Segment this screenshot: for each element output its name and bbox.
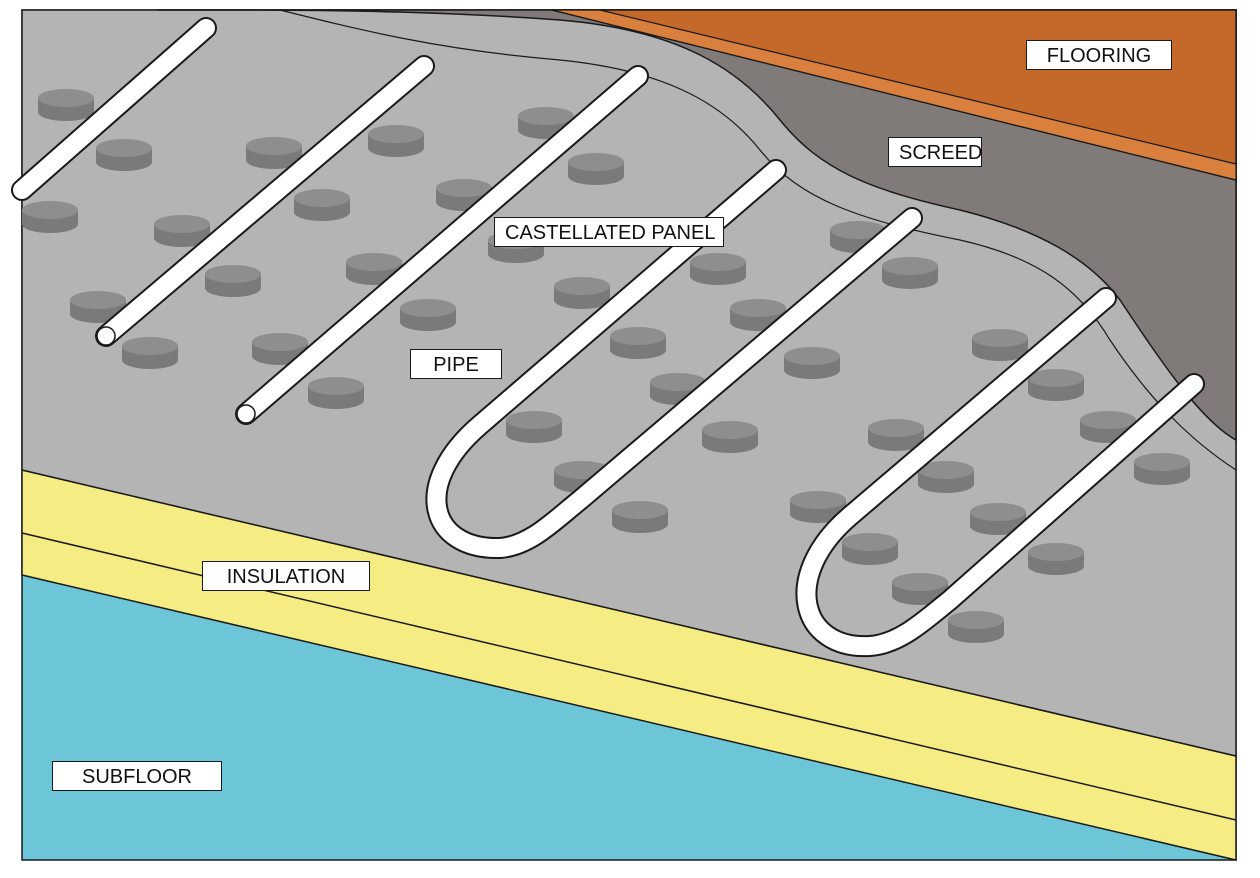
label-insulation: INSULATION [202,561,370,591]
stud-top [205,265,261,283]
castellation-stud [690,253,746,285]
castellation-stud [918,461,974,493]
castellation-stud [1134,453,1190,485]
pipe-end-cap [96,326,116,346]
stud-top [892,573,948,591]
stud-top [154,215,210,233]
stud-top [368,125,424,143]
screed-inner-contour [279,9,1237,471]
castellation-studs [22,89,1190,643]
stud-top [294,189,350,207]
castellation-stud [972,329,1028,361]
stud-top [612,501,668,519]
castellation-stud [702,421,758,453]
stud-top [96,139,152,157]
pipe-run [95,55,435,347]
flooring-edge-strip [551,9,1237,181]
stud-top [702,421,758,439]
stud-top [1080,411,1136,429]
castellation-stud [70,291,126,323]
stud-top [868,419,924,437]
pipe-end-cap [236,404,256,424]
stud-top [970,503,1026,521]
pipe-body [97,57,433,345]
pipe-body [237,67,647,423]
pipe-body [797,289,1203,656]
castellation-stud [205,265,261,297]
castellation-stud [154,215,210,247]
stud-top [122,337,178,355]
stud-top [436,179,492,197]
castellation-stud [1028,543,1084,575]
castellation-stud [882,257,938,289]
stud-top [650,373,706,391]
stud-top [246,137,302,155]
stud-top [1028,543,1084,561]
stud-top [22,201,78,219]
stud-top [610,327,666,345]
castellation-stud [868,419,924,451]
castellation-stud [948,611,1004,643]
stud-top [1028,369,1084,387]
castellation-stud [1028,369,1084,401]
castellation-stud [612,501,668,533]
pipe-run [425,159,923,560]
castellation-stud [400,299,456,331]
castellation-stud [96,139,152,171]
stud-top [730,299,786,317]
stud-top [252,333,308,351]
stud-top [882,257,938,275]
castellation-stud [308,377,364,409]
stud-top [308,377,364,395]
stud-top [830,221,886,239]
pipe-body [427,161,921,558]
castellation-stud [784,347,840,379]
label-castellated-panel: CASTELLATED PANEL [494,217,724,247]
label-screed: SCREED [888,137,982,167]
pipe-run [235,65,649,425]
castellation-stud [970,503,1026,535]
stud-top [690,253,746,271]
stud-top [70,291,126,309]
castellation-stud [38,89,94,121]
castellation-stud [568,153,624,185]
screed-layer [158,9,1237,442]
stud-top [948,611,1004,629]
stud-top [972,329,1028,347]
castellation-stud [368,125,424,157]
pipe-body [13,19,215,199]
stud-top [400,299,456,317]
pipe-run [795,287,1205,658]
stud-top [1134,453,1190,471]
stud-top [554,277,610,295]
label-pipe: PIPE [410,349,502,379]
stud-top [518,107,574,125]
stud-top [346,253,402,271]
castellation-stud [842,533,898,565]
castellation-stud [122,337,178,369]
castellation-stud [246,137,302,169]
stud-top [790,491,846,509]
stud-top [918,461,974,479]
stud-top [784,347,840,365]
label-subfloor: SUBFLOOR [52,761,222,791]
stud-top [38,89,94,107]
castellation-stud [22,201,78,233]
label-flooring: FLOORING [1026,40,1172,70]
pipe-run [11,17,217,201]
castellation-stud [294,189,350,221]
castellation-stud [610,327,666,359]
stud-top [842,533,898,551]
stud-top [506,411,562,429]
heating-pipes [11,17,1205,658]
castellation-stud [554,277,610,309]
castellation-stud [506,411,562,443]
castellation-stud [790,491,846,523]
stud-top [568,153,624,171]
